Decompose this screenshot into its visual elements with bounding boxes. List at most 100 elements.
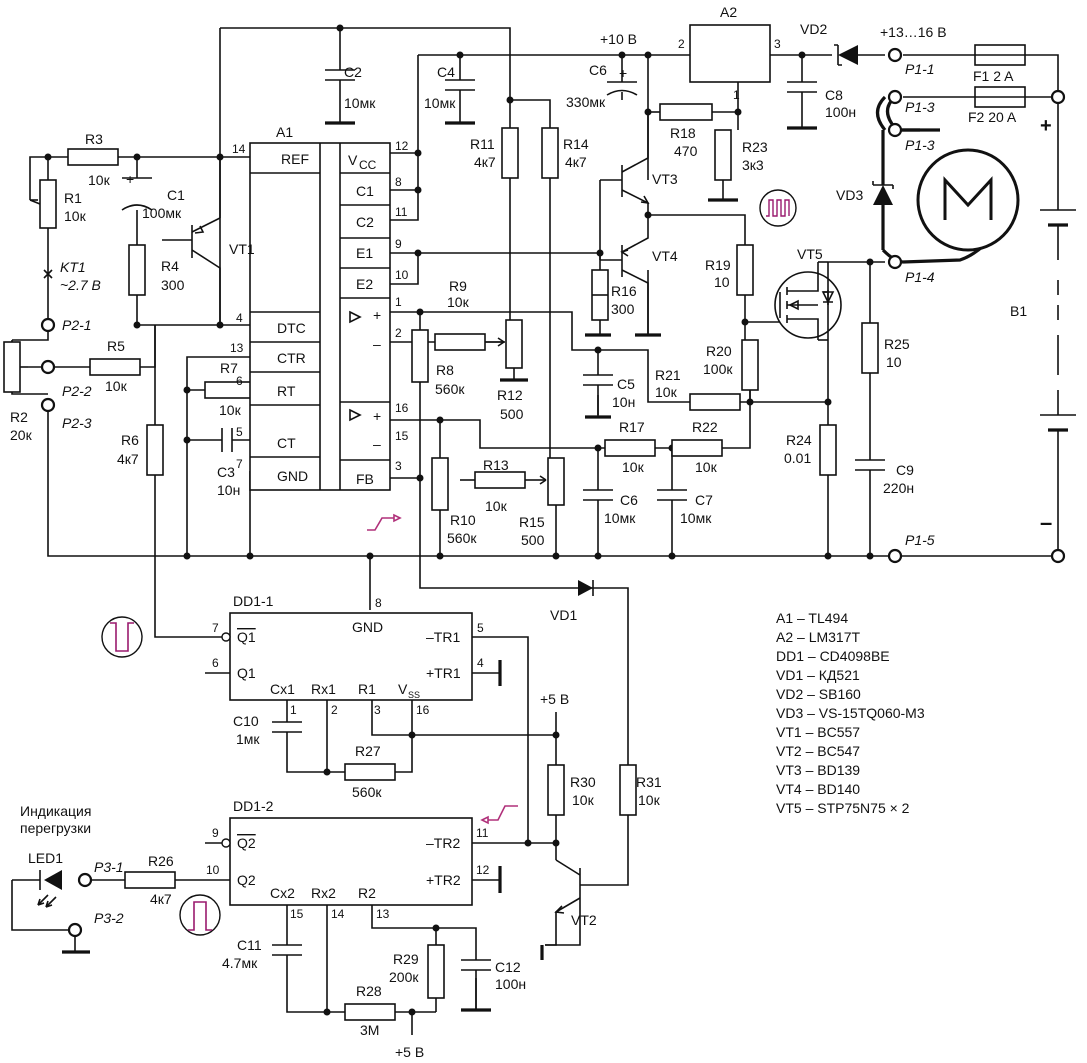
svg-text:15: 15 (395, 429, 409, 443)
svg-text:R31: R31 (636, 774, 662, 790)
svg-text:Q1: Q1 (237, 665, 256, 681)
svg-text:R5: R5 (107, 338, 125, 354)
svg-text:4: 4 (477, 656, 484, 670)
svg-text:VT4: VT4 (652, 248, 678, 264)
svg-text:300: 300 (161, 277, 185, 293)
svg-text:20к: 20к (10, 427, 33, 443)
a1-pin-rt: RT (277, 383, 296, 399)
svg-text:10: 10 (886, 354, 902, 370)
svg-text:10к: 10к (695, 459, 718, 475)
potentiometer-r15 (547, 457, 565, 506)
resistor-r31 (619, 764, 637, 816)
svg-text:Q1: Q1 (237, 629, 256, 645)
svg-text:R27: R27 (355, 743, 381, 759)
a1-pin-dtc: DTC (277, 320, 306, 336)
svg-text:B1: B1 (1010, 303, 1027, 319)
svg-text:+: + (373, 408, 381, 424)
svg-text:P3-1: P3-1 (94, 859, 124, 875)
svg-text:Cx2: Cx2 (270, 885, 295, 901)
svg-text:R10: R10 (450, 512, 476, 528)
svg-text:C9: C9 (896, 462, 914, 478)
svg-text:500: 500 (521, 532, 545, 548)
svg-text:200к: 200к (389, 969, 419, 985)
svg-text:+TR1: +TR1 (426, 665, 461, 681)
svg-text:10мк: 10мк (424, 95, 456, 111)
svg-text:16: 16 (416, 703, 430, 717)
resistor-r5 (89, 358, 141, 376)
svg-text:10к: 10к (622, 459, 645, 475)
svg-text:C10: C10 (233, 713, 259, 729)
ic-dd1-2: DD1-2 Q2 Q2 –TR2 +TR2 Cx2 Rx2 R2 9 10 11… (206, 798, 490, 921)
diodes (37, 44, 894, 908)
svg-text:100к: 100к (703, 361, 733, 377)
svg-text:3: 3 (774, 37, 781, 51)
svg-text:100мк: 100мк (142, 205, 182, 221)
svg-text:R8: R8 (436, 362, 454, 378)
a1-pin-fb: FB (356, 471, 374, 487)
svg-text:10к: 10к (64, 208, 87, 224)
svg-text:10н: 10н (612, 394, 635, 410)
svg-text:R16: R16 (611, 283, 637, 299)
svg-text:C1: C1 (167, 187, 185, 203)
svg-text:0.01: 0.01 (784, 450, 811, 466)
bill-of-materials: A1 – TL494 A2 – LM317T DD1 – CD4098BE VD… (776, 610, 925, 816)
svg-text:+10 B: +10 B (600, 31, 637, 47)
svg-text:R25: R25 (884, 336, 910, 352)
junctions (44, 24, 874, 1016)
bom-line: DD1 – CD4098BE (776, 648, 890, 664)
svg-text:10: 10 (395, 268, 409, 282)
svg-text:+: + (126, 171, 134, 187)
svg-text:8: 8 (395, 175, 402, 189)
resistor-r6 (146, 424, 164, 476)
resistor-r8 (411, 329, 429, 383)
svg-text:GND: GND (352, 619, 383, 635)
resistor-r13 (474, 471, 526, 489)
svg-text:Cx1: Cx1 (270, 681, 295, 697)
svg-text:10к: 10к (655, 384, 678, 400)
svg-text:R26: R26 (148, 853, 174, 869)
transistors (191, 112, 842, 946)
pulse-train-icon (759, 189, 797, 227)
svg-text:300: 300 (611, 301, 635, 317)
svg-text:10: 10 (206, 863, 220, 877)
svg-text:R29: R29 (393, 951, 419, 967)
svg-text:Rx2: Rx2 (311, 885, 336, 901)
svg-text:DD1-1: DD1-1 (233, 593, 274, 609)
resistor-r19 (736, 244, 754, 296)
svg-text:4к7: 4к7 (150, 891, 172, 907)
a1-pin-ref: REF (281, 151, 309, 167)
potentiometer-r1 (39, 179, 57, 229)
svg-text:+: + (619, 65, 627, 81)
a1-pin-gnd: GND (277, 468, 308, 484)
svg-text:R1: R1 (64, 190, 82, 206)
svg-text:220н: 220н (883, 480, 914, 496)
svg-text:R9: R9 (449, 278, 467, 294)
svg-text:P2-1: P2-1 (62, 317, 92, 333)
svg-text:P1-3: P1-3 (905, 99, 935, 115)
bom-line: VD3 – VS-15TQ060-M3 (776, 705, 925, 721)
svg-text:R30: R30 (570, 774, 596, 790)
svg-text:+: + (373, 307, 381, 323)
svg-text:C6: C6 (620, 492, 638, 508)
a1-pin-c2: C2 (356, 214, 374, 230)
svg-text:10: 10 (714, 274, 730, 290)
svg-text:+TR2: +TR2 (426, 872, 461, 888)
svg-text:1: 1 (395, 295, 402, 309)
svg-text:12: 12 (476, 863, 490, 877)
svg-text:–TR1: –TR1 (426, 629, 460, 645)
a1-pin-ct: CT (277, 435, 296, 451)
svg-text:R18: R18 (670, 125, 696, 141)
svg-text:+5 B: +5 B (540, 691, 569, 707)
bom-line: VT2 – BC547 (776, 743, 860, 759)
svg-text:Q2: Q2 (237, 835, 256, 851)
resistor-r27 (344, 763, 396, 781)
svg-text:10мк: 10мк (344, 95, 376, 111)
svg-text:–: – (1040, 510, 1052, 535)
resistor-r17 (604, 439, 656, 457)
resistor-r23 (714, 129, 732, 181)
svg-text:V: V (398, 681, 408, 697)
svg-text:10мк: 10мк (604, 510, 636, 526)
svg-text:5: 5 (477, 621, 484, 635)
resistor-r7 (204, 381, 256, 399)
resistor-r29 (427, 944, 445, 999)
